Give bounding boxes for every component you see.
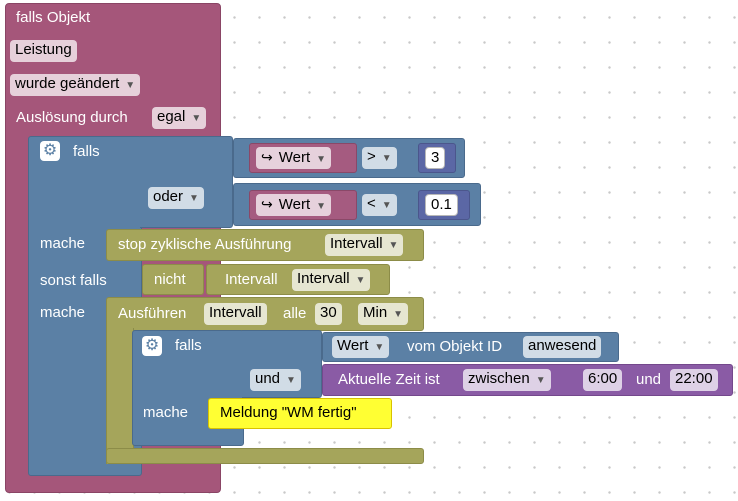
time-operator-dropdown[interactable]: zwischen ▼ <box>463 369 551 391</box>
time-operator-value: zwischen <box>468 370 530 387</box>
variable-dropdown-1[interactable]: ↪ Wert ▼ <box>256 147 332 169</box>
dropdown-arrow-icon: ▼ <box>316 154 327 165</box>
stop-interval-dropdown[interactable]: Intervall ▼ <box>325 234 404 256</box>
if-label: falls <box>73 143 100 160</box>
number-field-1[interactable]: 3 <box>425 147 446 169</box>
dropdown-arrow-icon: ▼ <box>125 80 136 91</box>
from-object-id-label: vom Objekt ID <box>407 338 503 355</box>
execute-unit-dropdown[interactable]: Min ▼ <box>358 303 409 325</box>
execute-interval-spine <box>106 328 134 464</box>
change-condition-value: wurde geändert <box>15 75 120 92</box>
not-label: nicht <box>154 271 186 288</box>
variable-value-1: Wert <box>278 149 311 166</box>
execute-interval-footer <box>106 448 424 464</box>
operator-dropdown-2[interactable]: <▼ <box>362 194 397 216</box>
end-time-field[interactable]: 22:00 <box>670 369 718 391</box>
dropdown-arrow-icon: ▼ <box>316 201 327 212</box>
do-label-2: mache <box>40 304 86 321</box>
and-operator-dropdown[interactable]: und ▼ <box>250 369 301 391</box>
or-operator-dropdown[interactable]: oder ▼ <box>148 187 204 209</box>
interval-variable-value: Intervall <box>297 270 350 287</box>
inner-if-label: falls <box>175 337 202 354</box>
dropdown-arrow-icon: ▼ <box>191 113 202 124</box>
operator-value-1: > <box>367 148 376 165</box>
stop-interval-value: Intervall <box>330 235 383 252</box>
gear-icon[interactable]: ⚙ <box>40 141 60 161</box>
if-condition-area <box>140 136 233 228</box>
dropdown-arrow-icon: ▼ <box>535 375 546 386</box>
gear-icon[interactable]: ⚙ <box>142 336 162 356</box>
change-condition-dropdown[interactable]: wurde geändert ▼ <box>10 74 141 96</box>
object-value-value: Wert <box>337 337 369 354</box>
dropdown-arrow-icon: ▼ <box>355 275 366 286</box>
trigger-dropdown[interactable]: egal ▼ <box>152 107 207 129</box>
and-time-label: und <box>636 371 662 388</box>
message-block[interactable] <box>208 398 392 429</box>
dropdown-arrow-icon: ▼ <box>388 240 399 251</box>
every-label: alle <box>283 305 307 322</box>
stop-cycle-label: stop zyklische Ausführung <box>118 236 292 253</box>
dropdown-arrow-icon: ▼ <box>189 193 199 204</box>
dropdown-arrow-icon: ▼ <box>393 309 404 320</box>
variable-dropdown-2[interactable]: ↪ Wert ▼ <box>256 194 332 216</box>
or-operator-value: oder <box>153 188 184 205</box>
dropdown-arrow-icon: ▼ <box>381 153 392 164</box>
interval-variable-label: Intervall <box>225 271 278 288</box>
interval-variable-dropdown[interactable]: Intervall ▼ <box>292 269 371 291</box>
object-name-field[interactable]: Leistung <box>10 40 77 62</box>
execute-interval-name-field[interactable]: Intervall <box>204 303 267 325</box>
and-operator-value: und <box>255 370 281 387</box>
execute-interval-number-field[interactable]: 30 <box>315 303 342 325</box>
execute-unit-value: Min <box>363 304 388 321</box>
message-label: Meldung "WM fertig" <box>220 404 357 421</box>
variable-value-2: Wert <box>278 196 311 213</box>
return-arrow-icon: ↪ <box>261 196 273 212</box>
else-if-label: sonst falls <box>40 272 107 289</box>
trigger-value: egal <box>157 108 186 125</box>
not-block[interactable] <box>142 264 204 295</box>
return-arrow-icon: ↪ <box>261 149 273 165</box>
execute-label: Ausführen <box>118 305 187 322</box>
dropdown-arrow-icon: ▼ <box>374 342 385 353</box>
dropdown-arrow-icon: ▼ <box>381 200 392 211</box>
inner-do-label: mache <box>143 404 189 421</box>
dropdown-arrow-icon: ▼ <box>286 375 296 386</box>
object-value-dropdown[interactable]: Wert ▼ <box>332 336 390 358</box>
trigger-label: Auslösung durch <box>16 109 128 126</box>
operator-dropdown-1[interactable]: >▼ <box>362 147 397 169</box>
object-id-field[interactable]: anwesend <box>523 336 602 358</box>
do-label-1: mache <box>40 235 86 252</box>
event-title: falls Objekt <box>16 9 91 26</box>
current-time-label: Aktuelle Zeit ist <box>338 371 440 388</box>
number-field-2[interactable]: 0.1 <box>425 194 458 216</box>
start-time-field[interactable]: 6:00 <box>583 369 623 391</box>
operator-value-2: < <box>367 195 376 212</box>
